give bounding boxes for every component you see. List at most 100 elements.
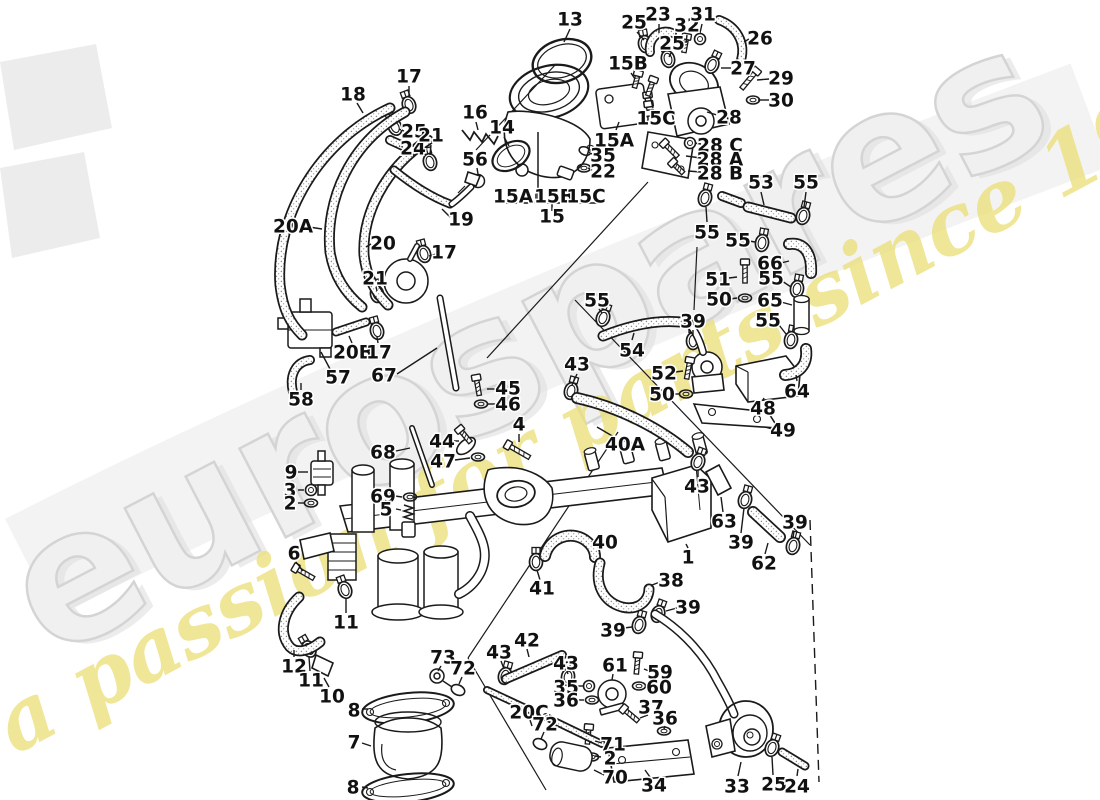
part-label-61: 61 xyxy=(602,656,628,677)
part-label-25: 25 xyxy=(659,34,685,55)
leader-line xyxy=(685,543,689,549)
leader-line xyxy=(398,145,404,148)
part-circle xyxy=(365,787,375,797)
part-label-55: 55 xyxy=(694,223,720,244)
leader-line xyxy=(760,191,765,206)
diagram-shape xyxy=(798,209,808,223)
diagram-shape xyxy=(667,145,670,150)
part-label-55: 55 xyxy=(725,231,751,252)
part-label-35: 35 xyxy=(553,678,579,699)
leader-line xyxy=(320,351,331,370)
diagram-shape xyxy=(605,304,609,311)
part-label-42: 42 xyxy=(514,631,540,652)
part-label-25: 25 xyxy=(761,775,787,796)
leader-line xyxy=(743,38,750,43)
part-label-18: 18 xyxy=(340,85,366,106)
part-label-24: 24 xyxy=(400,139,426,160)
part-ring xyxy=(477,401,485,407)
part-circle xyxy=(746,731,754,739)
valve-33-bracket xyxy=(705,717,736,758)
part-label-12: 12 xyxy=(281,657,307,678)
part-label-37: 37 xyxy=(638,698,664,719)
part-label-40: 40 xyxy=(592,533,618,554)
part-label-55: 55 xyxy=(755,311,781,332)
diagram-line xyxy=(457,185,466,194)
part-label-21: 21 xyxy=(418,126,444,147)
part-label-36: 36 xyxy=(652,709,678,730)
hose-clamp xyxy=(795,200,812,226)
part-ring xyxy=(473,399,489,409)
part-label-50: 50 xyxy=(649,385,675,406)
part-ring xyxy=(586,144,596,152)
leader-line xyxy=(771,756,774,776)
hose-clamp xyxy=(631,609,648,635)
diagram-shape xyxy=(518,449,520,454)
hose-clamp xyxy=(704,49,723,75)
part-ring xyxy=(351,464,375,476)
diagram-shape xyxy=(685,372,690,375)
part-label-21: 21 xyxy=(362,269,388,290)
leader-line xyxy=(729,297,738,300)
bolt xyxy=(453,423,474,445)
part-label-67: 67 xyxy=(371,366,397,387)
construction-line xyxy=(475,63,557,151)
leader-line xyxy=(308,656,311,672)
part-ring xyxy=(682,391,690,397)
part-label-32: 32 xyxy=(674,16,700,37)
part-circle xyxy=(714,741,720,747)
hose-texture xyxy=(391,167,453,207)
part-label-9: 9 xyxy=(285,463,298,484)
leader-line xyxy=(437,665,442,672)
leader-line xyxy=(762,397,765,401)
diagram-shape xyxy=(647,87,653,89)
diagram-shape xyxy=(630,712,633,718)
diagram-shape xyxy=(742,267,748,270)
diagram-shape xyxy=(425,155,435,169)
leader-line xyxy=(796,768,799,777)
hose-texture xyxy=(779,749,808,769)
hose-clamp xyxy=(783,324,799,350)
part-label-30: 30 xyxy=(768,91,794,112)
part-label-17: 17 xyxy=(366,343,392,364)
part-ring xyxy=(741,295,749,301)
part-label-2: 2 xyxy=(284,494,297,515)
part-label-35: 35 xyxy=(590,146,616,167)
part-label-65: 65 xyxy=(757,291,783,312)
part-box xyxy=(317,450,326,462)
pipe xyxy=(408,244,419,261)
part-circle xyxy=(697,36,703,42)
part-label-14: 14 xyxy=(489,118,515,139)
part-circle xyxy=(441,778,451,788)
leader-line xyxy=(394,495,403,498)
diagram-shape xyxy=(757,236,767,250)
bolt xyxy=(644,74,660,98)
part-label-10: 10 xyxy=(319,687,345,708)
hose-texture xyxy=(360,136,432,309)
part-label-68: 68 xyxy=(370,443,396,464)
part-label-73: 73 xyxy=(430,648,456,669)
diagram-shape xyxy=(634,663,640,667)
part-label-58: 58 xyxy=(288,390,314,411)
diagram-shape xyxy=(685,368,691,372)
part-ring xyxy=(588,697,596,703)
part-ring xyxy=(377,548,419,564)
part-ring xyxy=(749,97,757,103)
leader-line xyxy=(429,144,432,156)
watermark-fragment xyxy=(0,152,100,258)
part-ring xyxy=(631,681,647,691)
part-ring xyxy=(580,165,588,171)
leader-line xyxy=(503,136,510,147)
part-label-8: 8 xyxy=(347,778,360,799)
leader-line xyxy=(685,155,702,159)
part-label-5: 5 xyxy=(380,500,393,521)
leader-line xyxy=(454,457,471,461)
hose-texture xyxy=(540,531,600,562)
part-box xyxy=(556,165,575,181)
diagram-shape xyxy=(786,333,796,347)
part-label-36: 36 xyxy=(553,691,579,712)
leader-line xyxy=(764,542,769,555)
leader-line xyxy=(748,240,756,243)
leader-line xyxy=(623,626,633,629)
leader-line xyxy=(615,121,620,131)
